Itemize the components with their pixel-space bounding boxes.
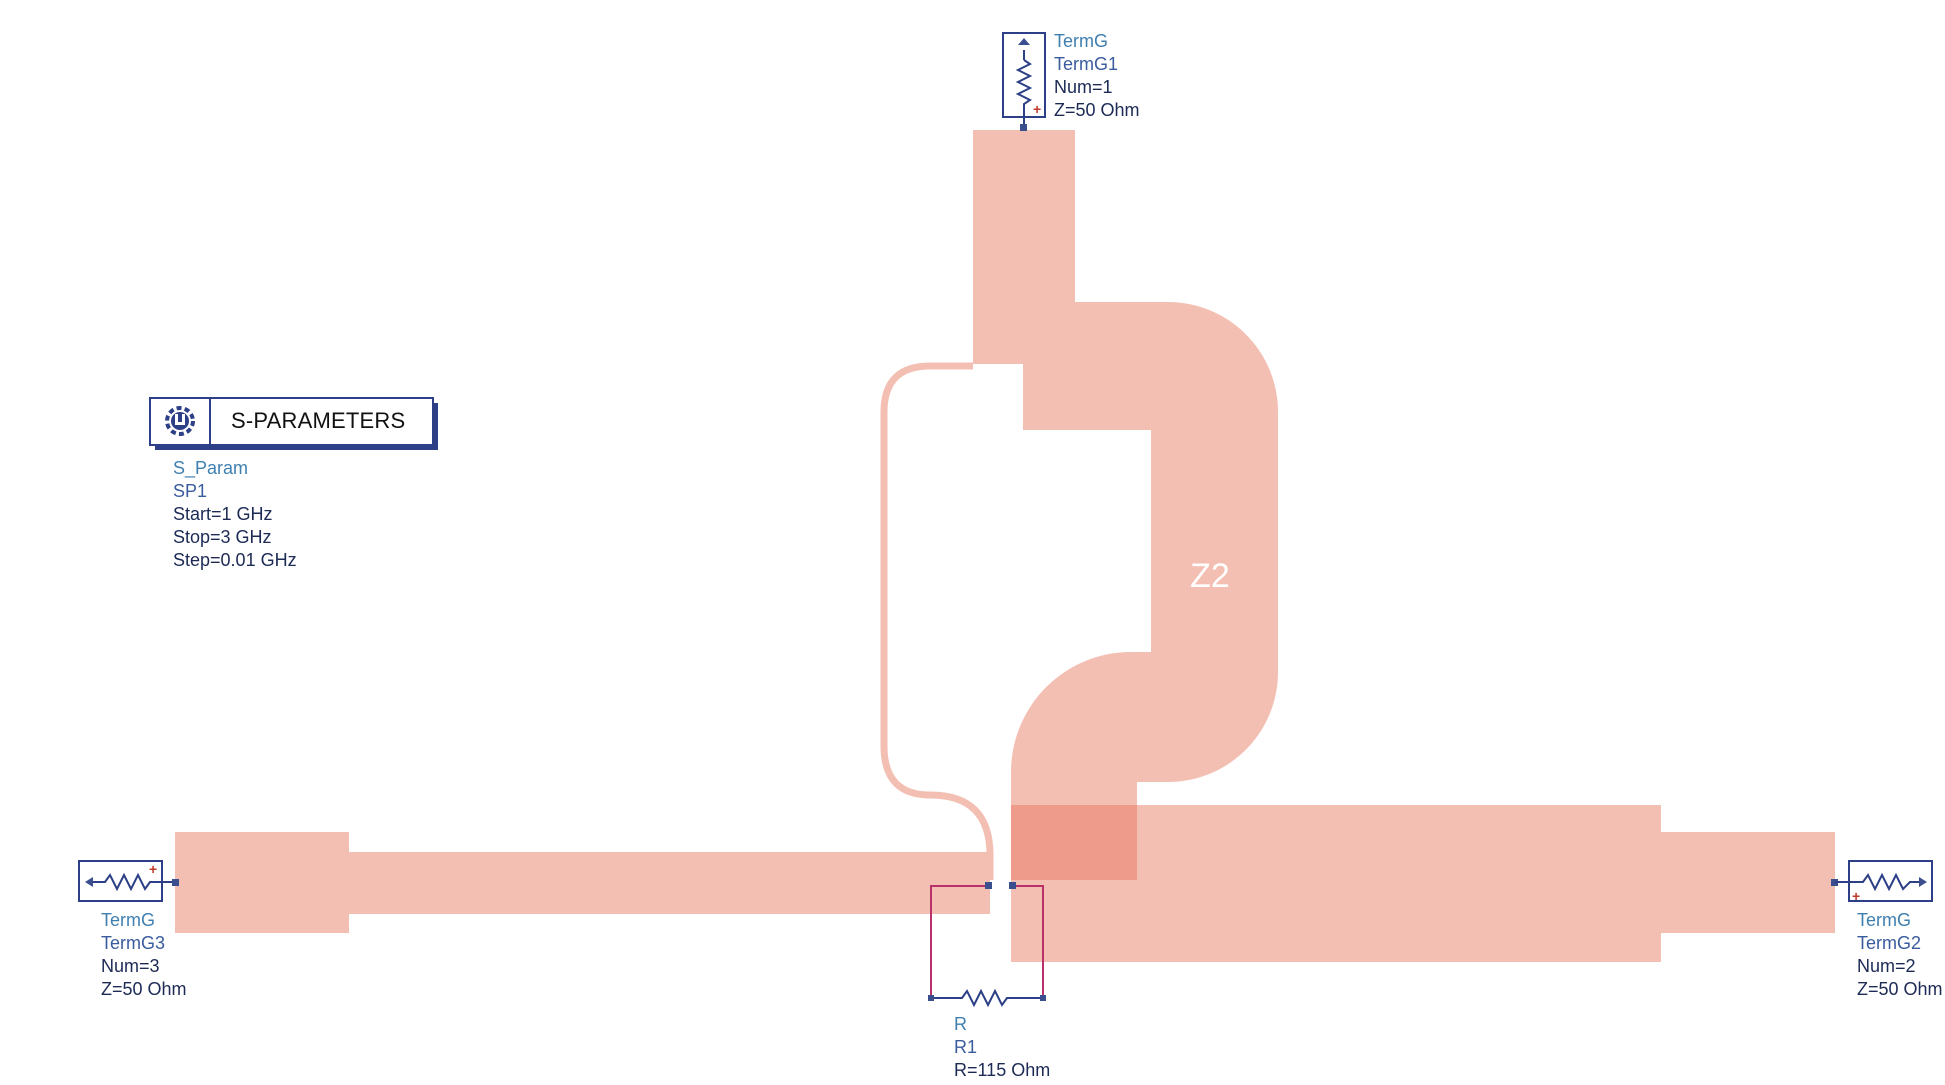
port2-impedance-label: Z=50 Ohm: [1857, 979, 1943, 999]
port3-num-label: Num=3: [101, 956, 160, 976]
port2-resistor-icon: [1835, 872, 1920, 892]
port3-feed-pad[interactable]: [175, 832, 349, 933]
r1-left-wire: [930, 885, 988, 998]
port1-type-label: TermG: [1054, 31, 1108, 51]
r1-instance-label: R1: [954, 1037, 977, 1057]
port2-plus-sign: +: [1852, 888, 1860, 904]
r1-pin-left-top[interactable]: [985, 882, 992, 889]
sparam-controller[interactable]: S-PARAMETERS S_Param SP1 Start=1 GHz Sto…: [149, 397, 438, 570]
r1-pin-left[interactable]: [928, 995, 934, 1001]
port3-resistor-icon: [93, 872, 176, 892]
r1-pin-right[interactable]: [1040, 995, 1046, 1001]
r1-value-label: R=115 Ohm: [954, 1060, 1050, 1080]
port1-pin[interactable]: [1020, 124, 1027, 131]
r1-pin-right-top[interactable]: [1009, 882, 1016, 889]
port3-ground-arrow-icon: [85, 877, 93, 887]
layout-traces: Z2: [175, 130, 1835, 962]
port1-ground-arrow-icon: [1018, 38, 1030, 60]
port1-resistor-icon: [1015, 59, 1033, 128]
port1-plus-sign: +: [1033, 101, 1041, 117]
upper-junction[interactable]: [973, 302, 1075, 364]
gear-icon: [165, 406, 195, 436]
port3-instance-label: TermG3: [101, 933, 165, 953]
port3-impedance-label: Z=50 Ohm: [101, 979, 187, 999]
port3-termg3[interactable]: + TermG TermG3 Num=3 Z=50 Ohm: [78, 860, 187, 999]
port2-termg2[interactable]: + TermG TermG2 Num=2 Z=50 Ohm: [1831, 860, 1943, 999]
z2-line-label: Z2: [1190, 557, 1230, 595]
sparam-step-label: Step=0.01 GHz: [173, 550, 297, 570]
port1-num-label: Num=1: [1054, 77, 1113, 97]
sparam-box[interactable]: [149, 397, 434, 446]
port2-ground-arrow-icon: [1919, 877, 1927, 887]
r1-right-wire: [1012, 885, 1044, 998]
sparam-title: S-PARAMETERS: [231, 408, 405, 433]
r1-resistor-icon: [931, 988, 1043, 1008]
port3-type-label: TermG: [101, 910, 155, 930]
port1-instance-label: TermG1: [1054, 54, 1118, 74]
thin-coupled-loop[interactable]: [880, 362, 994, 880]
r1-type-label: R: [954, 1014, 967, 1034]
lower-junction-overlap: [1011, 805, 1137, 880]
port2-num-label: Num=2: [1857, 956, 1916, 976]
port1-termg1[interactable]: + TermG TermG1 Num=1 Z=50 Ohm: [1002, 31, 1140, 131]
port2-feed-pad[interactable]: [1661, 832, 1835, 933]
port2-type-label: TermG: [1857, 910, 1911, 930]
sparam-instance-label: SP1: [173, 481, 207, 501]
port3-pin[interactable]: [172, 879, 179, 886]
port3-quarter-wave-line[interactable]: [349, 852, 990, 914]
port2-instance-label: TermG2: [1857, 933, 1921, 953]
sparam-type-label: S_Param: [173, 458, 248, 479]
port2-pin[interactable]: [1831, 879, 1838, 886]
sparam-start-label: Start=1 GHz: [173, 504, 273, 524]
sparam-stop-label: Stop=3 GHz: [173, 527, 272, 547]
z2-serpentine-line[interactable]: [1011, 302, 1278, 805]
upper-junction-stub[interactable]: [1023, 364, 1075, 430]
port1-feed-line[interactable]: [973, 130, 1075, 302]
port1-impedance-label: Z=50 Ohm: [1054, 100, 1140, 120]
port3-plus-sign: +: [149, 861, 157, 877]
resistor-r1[interactable]: R R1 R=115 Ohm: [928, 882, 1050, 1080]
